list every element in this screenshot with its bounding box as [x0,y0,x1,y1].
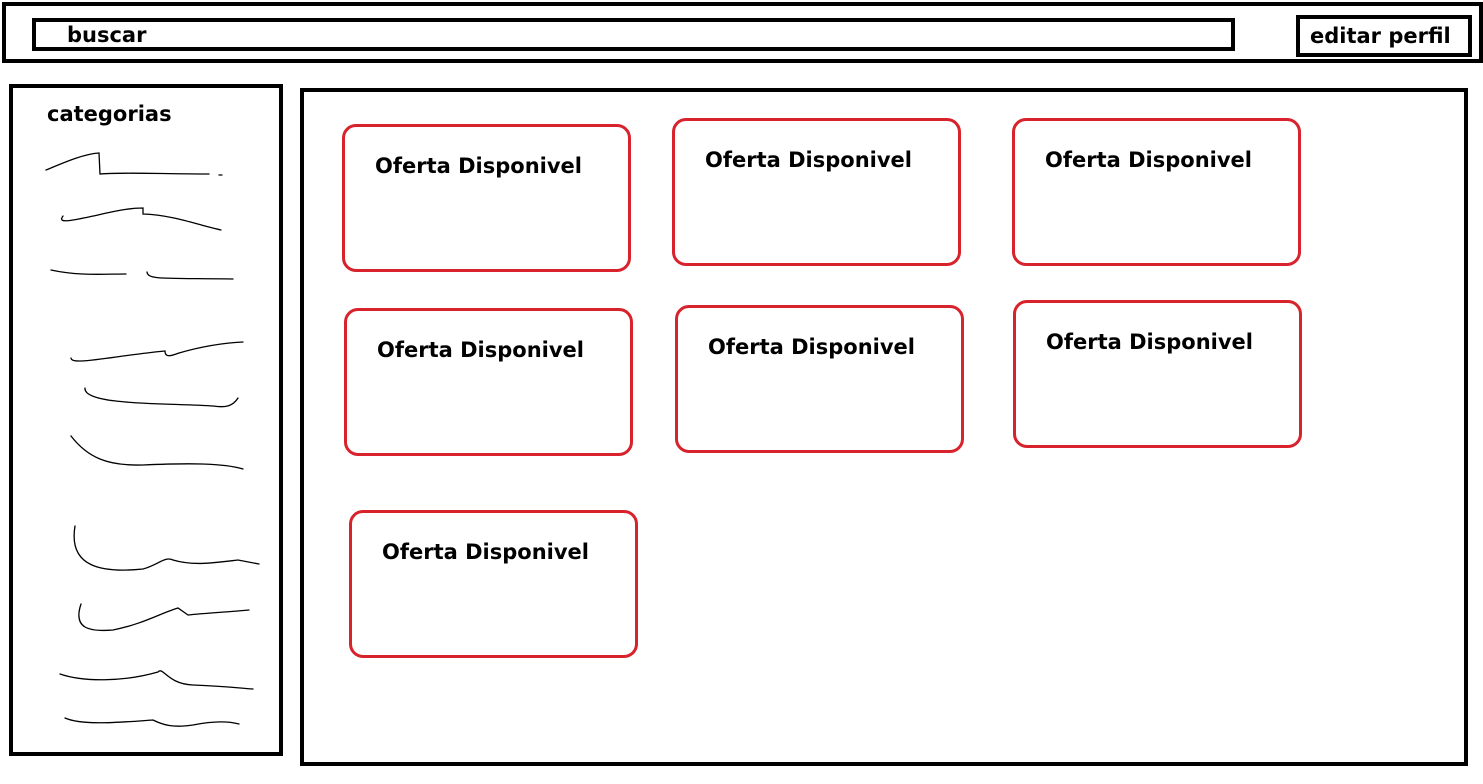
offer-card[interactable]: Oferta Disponivel [342,124,631,272]
offer-card[interactable]: Oferta Disponivel [675,305,964,453]
offer-card[interactable]: Oferta Disponivel [1012,118,1301,266]
offer-card-title: Oferta Disponivel [708,335,915,359]
edit-profile-label: editar perfil [1310,24,1451,48]
category-scribble-5[interactable] [84,387,239,408]
offer-card-title: Oferta Disponivel [382,540,589,564]
category-scribble-1[interactable] [45,152,223,176]
search-label: buscar [67,22,147,47]
category-scribble-10[interactable] [64,717,240,727]
category-scribble-3[interactable] [50,269,234,280]
category-placeholder-scribbles [45,152,260,727]
offer-card-title: Oferta Disponivel [1045,148,1252,172]
offer-card[interactable]: Oferta Disponivel [344,308,633,456]
sidebar-title: categorias [47,102,172,126]
offer-card-title: Oferta Disponivel [375,154,582,178]
category-scribble-8[interactable] [78,603,250,632]
edit-profile-button[interactable]: editar perfil [1296,15,1472,57]
category-scribble-6[interactable] [70,435,244,470]
offer-card-title: Oferta Disponivel [377,338,584,362]
offers-panel: Oferta Disponivel Oferta Disponivel Ofer… [300,88,1468,766]
top-bar: buscar editar perfil [2,2,1483,63]
offer-card-title: Oferta Disponivel [1046,330,1253,354]
category-scribble-9[interactable] [59,670,254,690]
categories-sidebar: categorias [9,84,283,756]
offer-card[interactable]: Oferta Disponivel [672,118,961,266]
category-scribble-2[interactable] [60,207,222,231]
offer-card-title: Oferta Disponivel [705,148,912,172]
search-input[interactable]: buscar [32,18,1235,51]
category-scribble-7[interactable] [73,525,260,571]
offer-card[interactable]: Oferta Disponivel [349,510,638,658]
offer-card[interactable]: Oferta Disponivel [1013,300,1302,448]
category-scribble-4[interactable] [70,341,244,362]
